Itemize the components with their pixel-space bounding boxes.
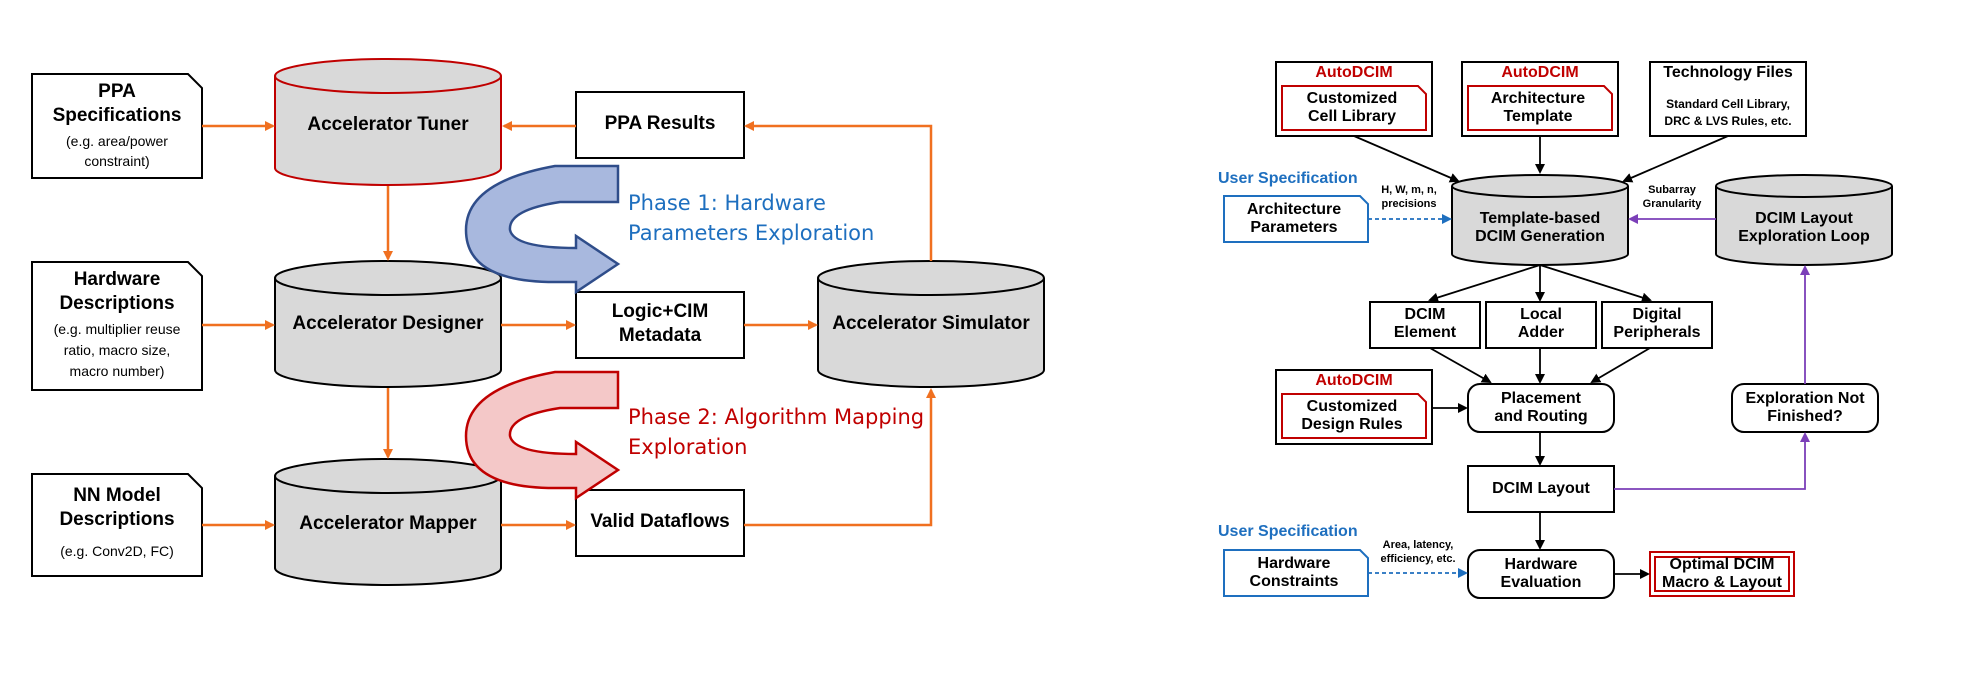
designer-label: Accelerator Designer <box>292 313 484 334</box>
phase1-label: Phase 1: Hardware Parameters Exploration <box>628 191 875 245</box>
accelerator-simulator-cylinder <box>817 260 1045 388</box>
nn-desc-note: (e.g. Conv2D, FC) <box>60 543 174 559</box>
ppa-spec-box <box>31 73 203 179</box>
optimal-inner <box>1654 556 1790 592</box>
tech-files-box <box>1649 61 1807 137</box>
phase2-label: Phase 2: Algorithm Mapping Exploration <box>628 405 925 459</box>
tech-files-note: Standard Cell Library, DRC & LVS Rules, … <box>1664 97 1792 128</box>
arrow-gen-to-element <box>1428 264 1541 303</box>
hw-desc-note: (e.g. multiplier reuse ratio, macro size… <box>53 321 181 379</box>
ppa-results-box <box>575 91 745 159</box>
custom-rules-label: Customized Design Rules <box>1301 398 1403 433</box>
arrow-periph-to-pr <box>1590 347 1651 384</box>
dcim-layout-box <box>1467 465 1615 513</box>
local-adder-box <box>1485 301 1597 349</box>
arrow-tech-to-gen <box>1622 135 1729 183</box>
arrow-dataflows-to-simulator <box>744 388 936 527</box>
dataflows-box <box>575 489 745 557</box>
digital-periph-label: Digital Peripherals <box>1613 306 1701 341</box>
autodcim-arch-tag: AutoDCIM <box>1501 64 1579 81</box>
user-spec-label-1: User Specification <box>1218 170 1358 187</box>
dcim-layout-label: DCIM Layout <box>1492 480 1590 497</box>
layout-loop-label: DCIM Layout Exploration Loop <box>1738 210 1870 245</box>
arrow-gen-to-periph <box>1539 264 1652 303</box>
arrow-simulator-to-results <box>744 121 933 261</box>
nn-desc-title: NN Model Descriptions <box>59 485 175 530</box>
place-route-box <box>1467 383 1615 433</box>
accelerator-tuner-cylinder <box>274 58 502 186</box>
custom-cell-label: Customized Cell Library <box>1306 90 1398 125</box>
hw-desc-title: Hardware Descriptions <box>59 269 175 314</box>
template-gen-label: Template-based DCIM Generation <box>1475 210 1605 245</box>
param-note: H, W, m, n, precisions <box>1381 184 1437 210</box>
accelerator-designer-cylinder <box>274 260 502 388</box>
place-route-label: Placement and Routing <box>1494 390 1588 425</box>
constraint-note: Area, latency, efficiency, etc. <box>1380 539 1456 565</box>
digital-periph-box <box>1601 301 1713 349</box>
hw-eval-label: Hardware Evaluation <box>1500 556 1582 591</box>
accelerator-mapper-cylinder <box>274 458 502 586</box>
subarray-note: Subarray Granularity <box>1642 184 1702 210</box>
autodcim-cell-tag: AutoDCIM <box>1315 64 1393 81</box>
tech-files-title: Technology Files <box>1663 64 1793 81</box>
local-adder-label: Local Adder <box>1517 306 1565 341</box>
template-gen-cylinder <box>1451 174 1629 266</box>
dataflows-label: Valid Dataflows <box>590 511 730 532</box>
arrow-element-to-pr <box>1429 347 1492 383</box>
tuner-label: Accelerator Tuner <box>307 114 469 135</box>
ppa-spec-title: PPA Specifications <box>52 81 182 126</box>
hw-desc-box <box>31 261 203 391</box>
phase1-curved-arrow <box>464 164 621 295</box>
optimal-outer <box>1649 551 1795 597</box>
autodcim-cell-inner <box>1281 85 1427 131</box>
simulator-label: Accelerator Simulator <box>832 313 1030 334</box>
autodcim-rules-inner <box>1281 393 1427 439</box>
metadata-label: Logic+CIM Metadata <box>611 301 709 346</box>
ppa-results-label: PPA Results <box>604 113 716 134</box>
metadata-box <box>575 291 745 359</box>
autodcim-arch-inner <box>1467 85 1613 131</box>
hw-constraints-box <box>1223 549 1369 597</box>
dcim-element-label: DCIM Element <box>1393 306 1457 341</box>
exploration-check-label: Exploration Not Finished? <box>1745 390 1865 425</box>
hw-constraints-label: Hardware Constraints <box>1249 555 1339 590</box>
ppa-spec-note: (e.g. area/power constraint) <box>66 133 168 169</box>
user-spec-label-2: User Specification <box>1218 523 1358 540</box>
dcim-element-box <box>1369 301 1481 349</box>
mapper-label: Accelerator Mapper <box>299 513 477 534</box>
autodcim-rules-tag: AutoDCIM <box>1315 372 1393 389</box>
optimal-label: Optimal DCIM Macro & Layout <box>1661 556 1782 591</box>
nn-desc-box <box>31 473 203 577</box>
phase2-curved-arrow <box>464 370 621 501</box>
arrow-cell-to-gen <box>1353 135 1460 183</box>
arch-params-label: Architecture Parameters <box>1246 201 1342 236</box>
arch-template-label: Architecture Template <box>1490 90 1586 125</box>
arch-params-box <box>1223 195 1369 243</box>
arrow-layout-to-check <box>1614 432 1810 490</box>
